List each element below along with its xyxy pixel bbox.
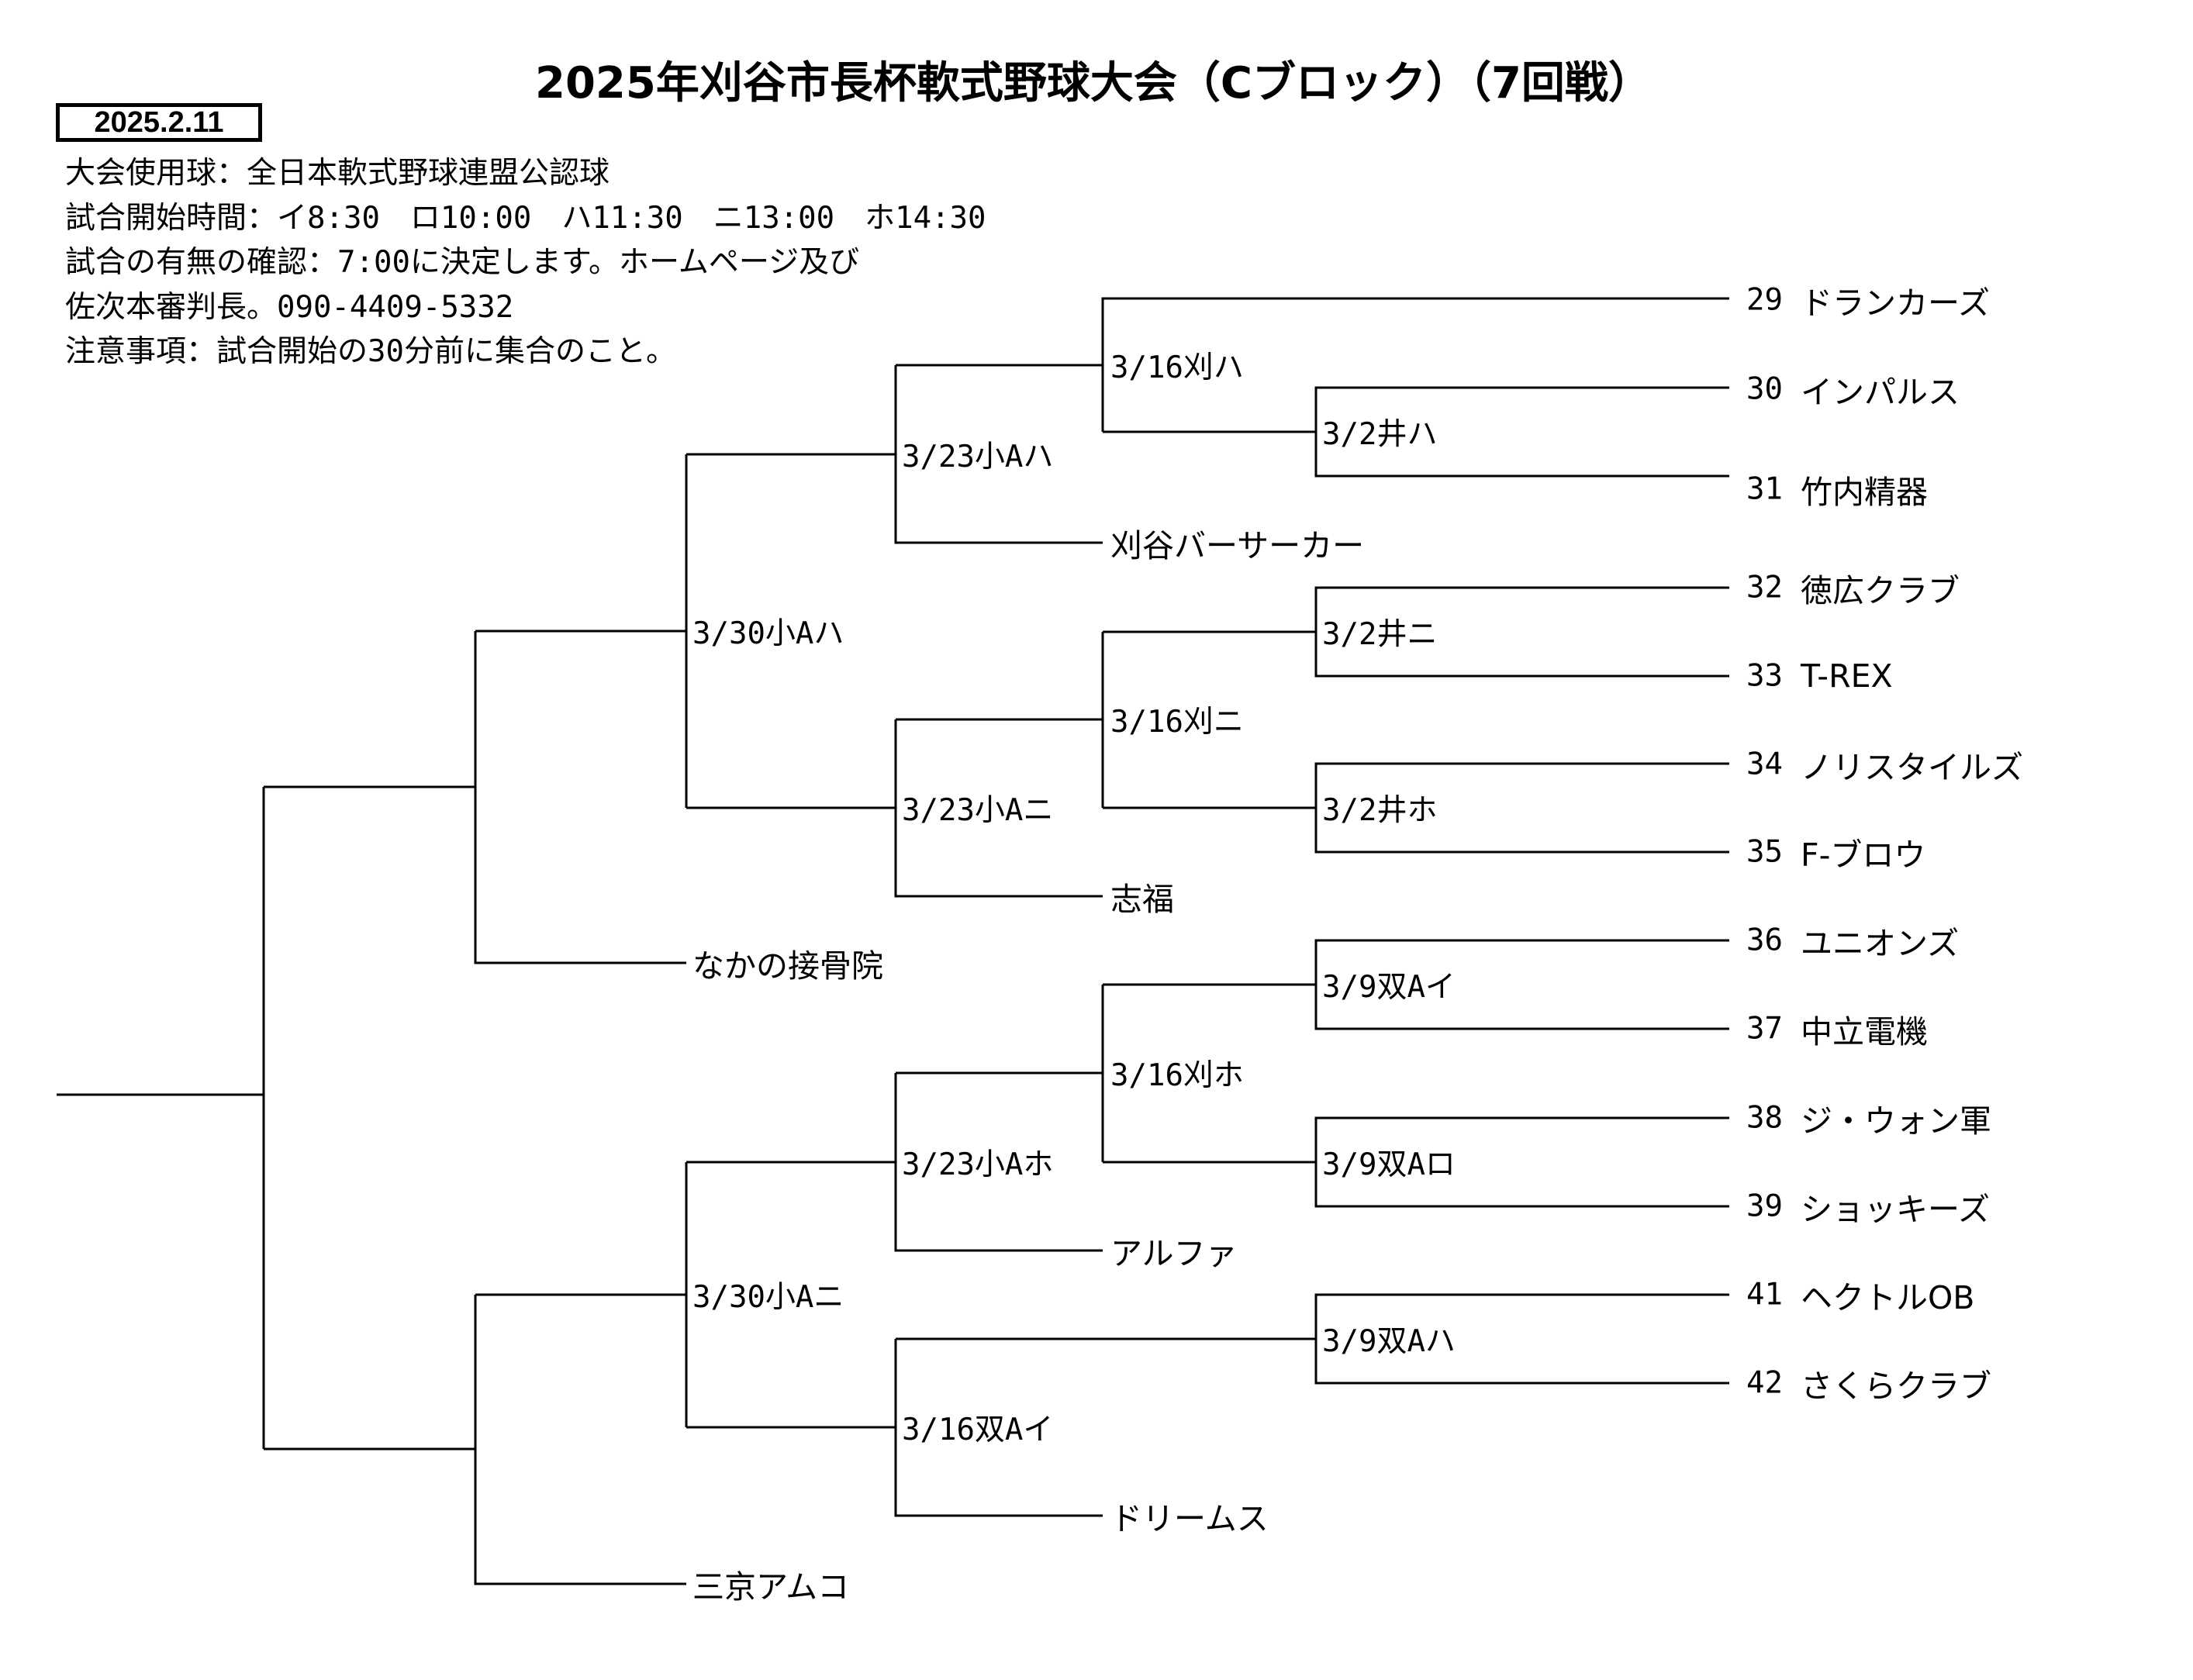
- entry-no: 37: [1746, 1011, 1783, 1047]
- entry-team: 中立電機: [1801, 1013, 1928, 1050]
- entry-no: 29: [1746, 282, 1783, 318]
- match-label: 3/9双Aイ: [1322, 970, 1456, 1005]
- date-box: 2025.2.11: [56, 103, 262, 142]
- match-label: 3/16双Aイ: [902, 1413, 1054, 1447]
- note-start-times: 試合開始時間：イ8:30 ロ10:00 ハ11:30 ニ13:00 ホ14:30: [65, 201, 986, 236]
- match-label: 3/2井ニ: [1322, 617, 1438, 652]
- bracket-line: [894, 1339, 1103, 1517]
- entry-no: 33: [1746, 658, 1783, 694]
- entry-team: T-REX: [1801, 657, 1893, 695]
- entry-no: 30: [1746, 371, 1783, 407]
- entry-team: 徳広クラブ: [1801, 572, 1960, 609]
- bracket-line: [1101, 297, 1729, 432]
- match-label: 3/16刈ハ: [1110, 350, 1244, 385]
- entry-no: 38: [1746, 1100, 1783, 1136]
- seeded-team: ドリームス: [1110, 1500, 1269, 1537]
- entry-team: 竹内精器: [1801, 474, 1928, 511]
- entry-team: ユニオンズ: [1801, 925, 1960, 962]
- note-umpire-contact: 佐次本審判長。090-4409-5332: [65, 290, 514, 325]
- entry-no: 35: [1746, 834, 1783, 870]
- match-label: 3/23小Aホ: [902, 1147, 1054, 1182]
- match-label: 3/30小Aニ: [692, 1280, 844, 1315]
- entry-no: 34: [1746, 747, 1783, 782]
- note-ball: 大会使用球：全日本軟式野球連盟公認球: [65, 156, 610, 191]
- entry-no: 41: [1746, 1277, 1783, 1313]
- seeded-team: 刈谷バーサーカー: [1110, 527, 1365, 564]
- seeded-team: 志福: [1110, 881, 1174, 918]
- match-label: 3/9双Aハ: [1322, 1324, 1456, 1359]
- bracket-line: [894, 1073, 1103, 1252]
- entry-no: 36: [1746, 923, 1783, 958]
- bracket-line: [474, 631, 686, 964]
- match-label: 3/16刈ニ: [1110, 705, 1244, 740]
- entry-team: インパルス: [1801, 374, 1960, 411]
- entry-team: ドランカーズ: [1801, 285, 1990, 322]
- page-title: 2025年刈谷市長杯軟式野球大会（Cブロック）（7回戦）: [535, 58, 1652, 109]
- entry-team: F-ブロウ: [1801, 837, 1926, 874]
- bracket-line: [894, 719, 1103, 898]
- match-label: 3/2井ハ: [1322, 417, 1438, 452]
- match-label: 3/9双Aロ: [1322, 1147, 1456, 1182]
- bracket-line: [474, 1295, 686, 1585]
- match-label: 3/23小Aハ: [902, 440, 1054, 474]
- entry-team: ジ・ウォン軍: [1801, 1102, 1991, 1140]
- note-caution: 注意事項：試合開始の30分前に集合のこと。: [65, 334, 676, 369]
- entry-team: ショッキーズ: [1801, 1191, 1990, 1228]
- entry-no: 31: [1746, 471, 1783, 507]
- seeded-team: 三京アムコ: [692, 1568, 850, 1606]
- seeded-team: なかの接骨院: [692, 947, 883, 985]
- note-confirmation: 試合の有無の確認：7:00に決定します。ホームページ及び: [65, 245, 860, 280]
- entry-no: 42: [1746, 1365, 1783, 1401]
- match-label: 3/30小Aハ: [692, 616, 844, 651]
- entry-team: ヘクトルOB: [1801, 1279, 1975, 1316]
- bracket-line: [894, 365, 1103, 544]
- entry-team: ノリスタイルズ: [1801, 749, 2023, 786]
- match-label: 3/16刈ホ: [1110, 1058, 1244, 1093]
- entry-no: 39: [1746, 1188, 1783, 1224]
- entry-no: 32: [1746, 570, 1783, 605]
- seeded-team: アルファ: [1110, 1235, 1238, 1272]
- entry-team: さくらクラブ: [1801, 1368, 1991, 1405]
- match-label: 3/2井ホ: [1322, 793, 1438, 828]
- match-label: 3/23小Aニ: [902, 793, 1054, 828]
